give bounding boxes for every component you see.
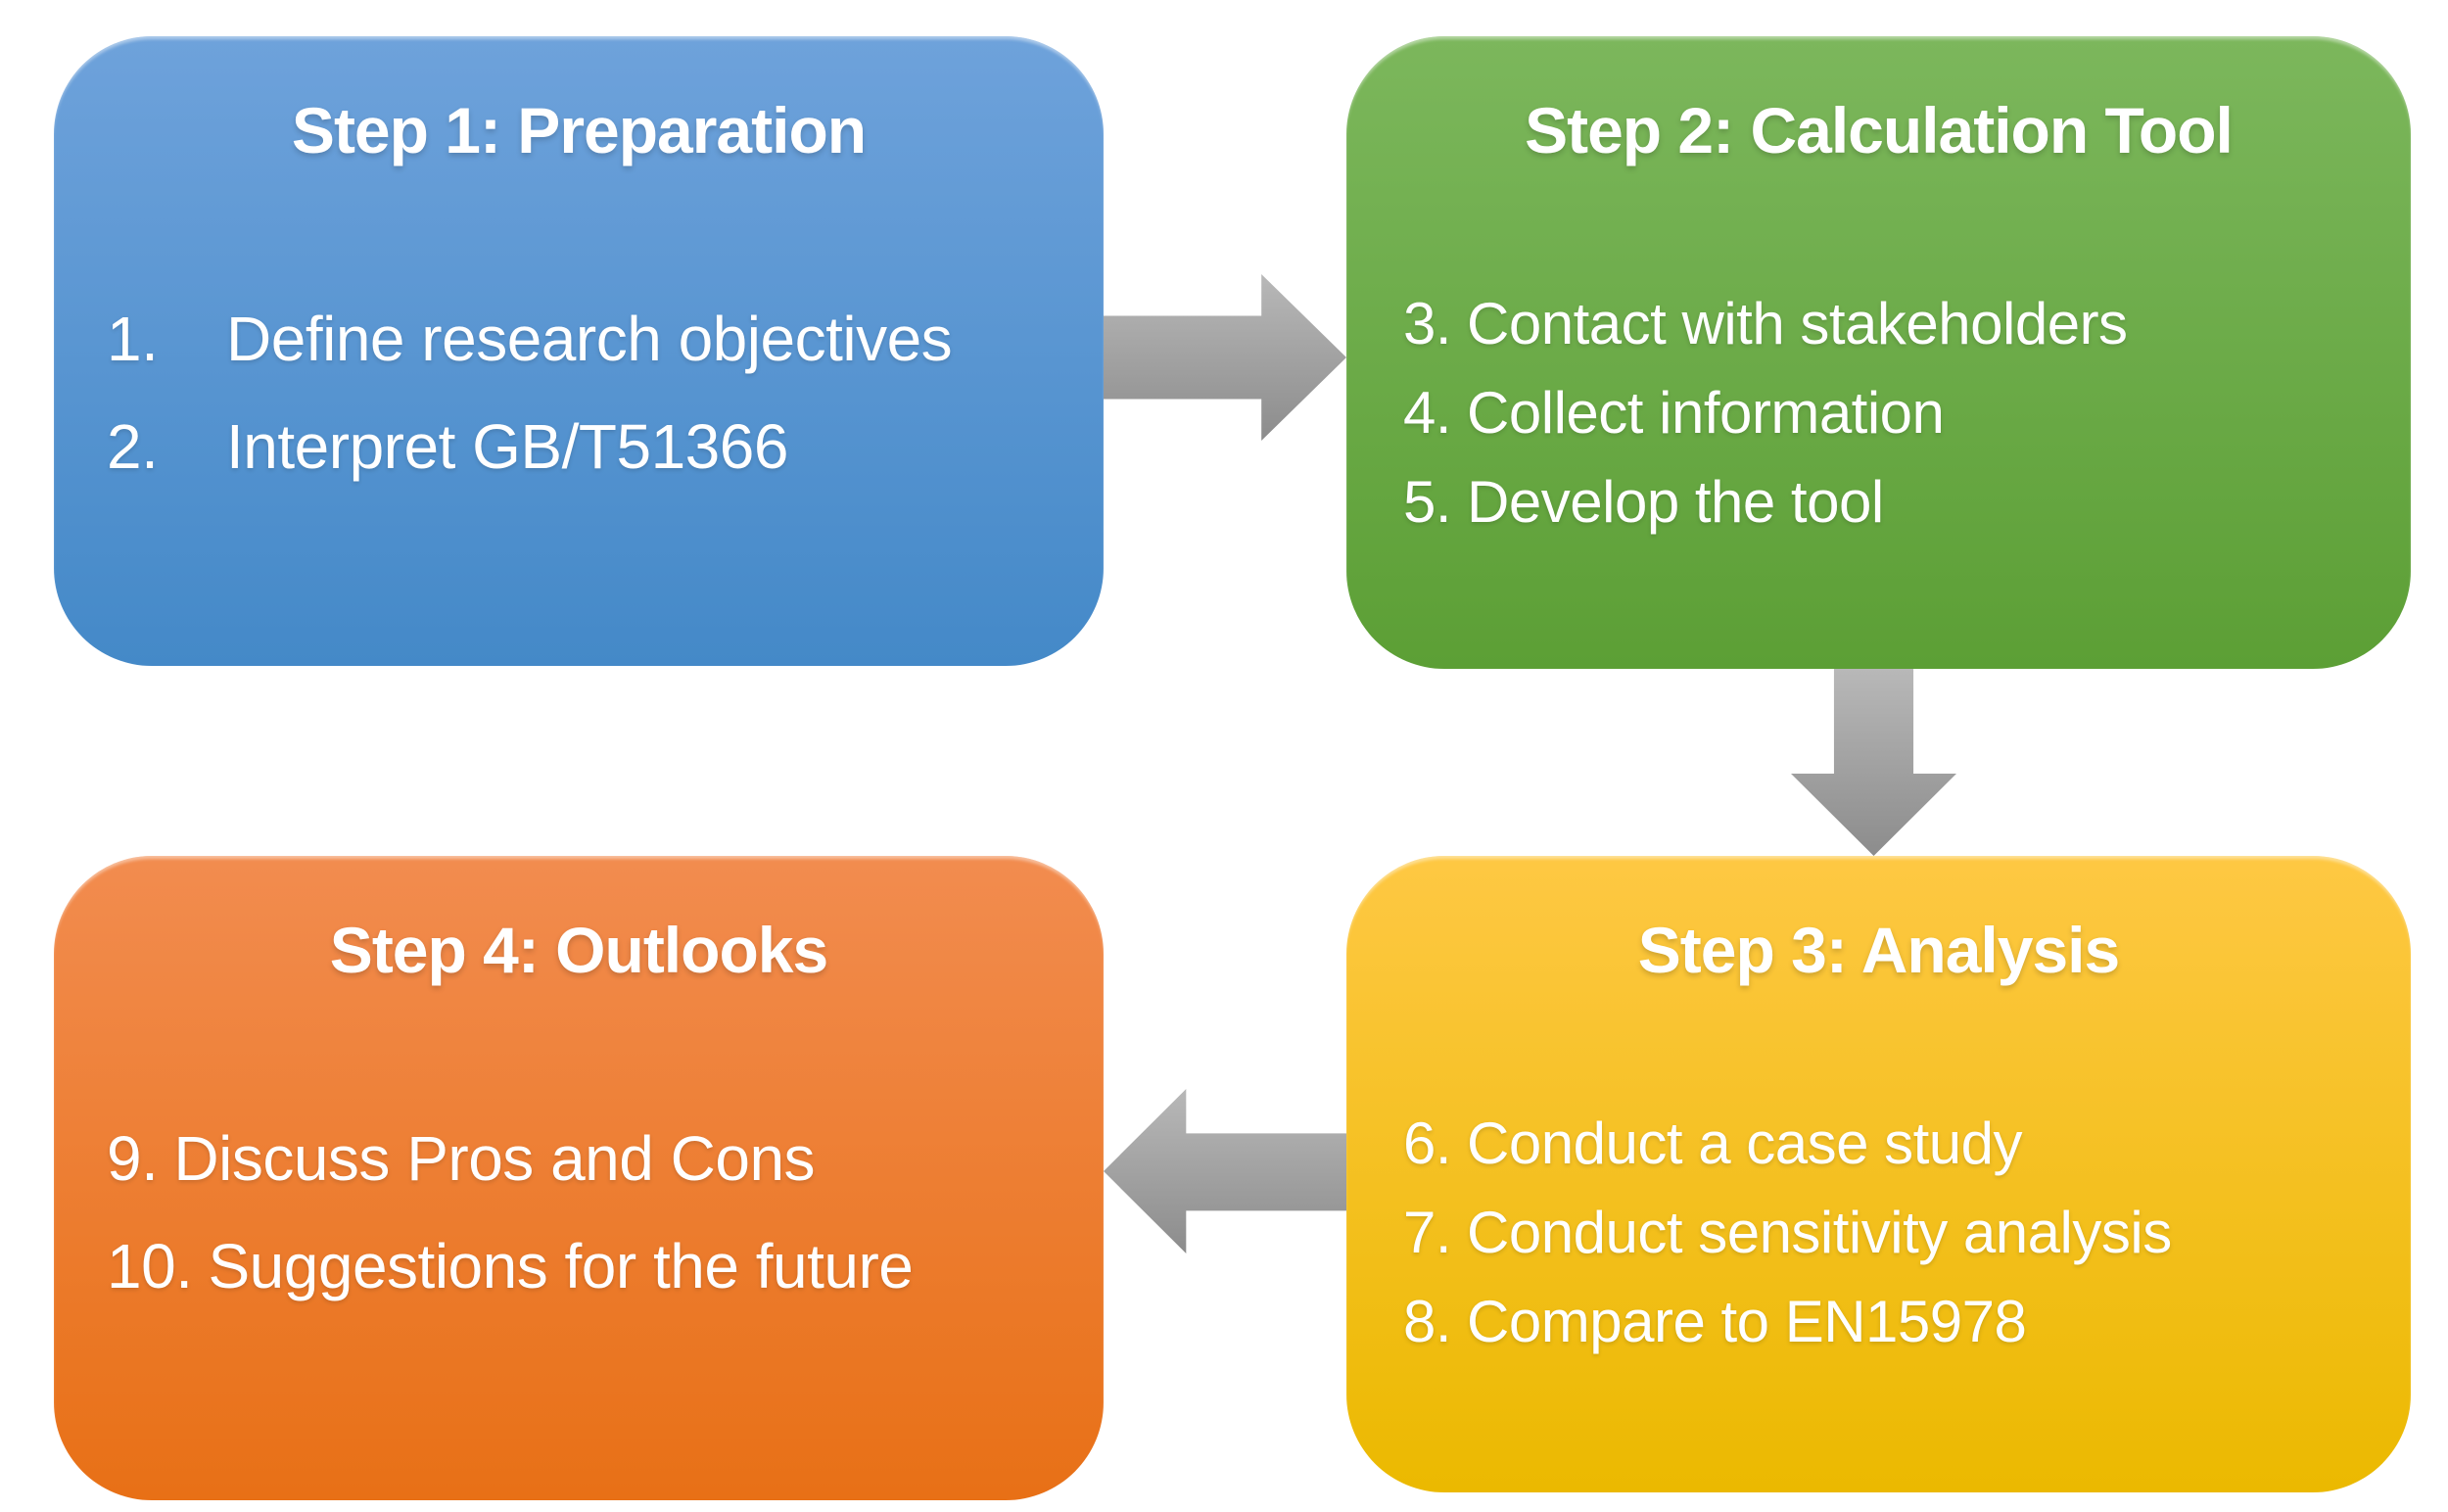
item-number: 9. bbox=[107, 1123, 159, 1194]
step1-list: 1. Define research objectives 2. Interpr… bbox=[54, 285, 1104, 500]
step1-item-1: 1. Define research objectives bbox=[107, 285, 1104, 393]
step3-item-2: 7. Conduct sensitivity analysis bbox=[1403, 1188, 2411, 1277]
item-text: Interpret GB/T51366 bbox=[226, 411, 788, 482]
item-text: Suggestions for the future bbox=[208, 1231, 914, 1301]
step2-item-1: 3. Contact with stakeholders bbox=[1403, 279, 2411, 368]
item-number: 2. bbox=[107, 411, 159, 482]
step1-title: Step 1: Preparation bbox=[291, 94, 867, 166]
arrow-step3-to-step4-icon bbox=[1104, 1089, 1346, 1253]
step2-title: Step 2: Calculation Tool bbox=[1525, 94, 2234, 166]
item-text: Discuss Pros and Cons bbox=[173, 1123, 816, 1194]
item-number: 1. bbox=[107, 304, 159, 374]
step2-list: 3. Contact with stakeholders 4. Collect … bbox=[1346, 279, 2411, 546]
item-number: 8. bbox=[1403, 1289, 1452, 1354]
item-text: Develop the tool bbox=[1467, 469, 1884, 535]
item-text: Compare to EN15978 bbox=[1467, 1289, 2027, 1354]
item-text: Conduct sensitivity analysis bbox=[1467, 1200, 2172, 1265]
step4-list: 9. Discuss Pros and Cons 10. Suggestions… bbox=[54, 1105, 1104, 1320]
step2-card: Step 2: Calculation Tool 3. Contact with… bbox=[1346, 36, 2411, 669]
step3-card: Step 3: Analysis 6. Conduct a case study… bbox=[1346, 856, 2411, 1492]
step3-list: 6. Conduct a case study 7. Conduct sensi… bbox=[1346, 1099, 2411, 1366]
item-number: 4. bbox=[1403, 380, 1452, 446]
arrow-step1-to-step2-icon bbox=[1104, 274, 1346, 441]
item-number: 3. bbox=[1403, 291, 1452, 356]
step4-item-2: 10. Suggestions for the future bbox=[107, 1212, 1104, 1320]
step3-item-3: 8. Compare to EN15978 bbox=[1403, 1277, 2411, 1366]
step2-item-3: 5. Develop the tool bbox=[1403, 457, 2411, 546]
step2-item-2: 4. Collect information bbox=[1403, 368, 2411, 457]
item-number: 7. bbox=[1403, 1200, 1452, 1265]
item-number: 10. bbox=[107, 1231, 193, 1301]
item-text: Contact with stakeholders bbox=[1467, 291, 2128, 356]
step3-item-1: 6. Conduct a case study bbox=[1403, 1099, 2411, 1188]
step1-item-2: 2. Interpret GB/T51366 bbox=[107, 393, 1104, 500]
step4-title: Step 4: Outlooks bbox=[329, 914, 828, 986]
item-number: 6. bbox=[1403, 1110, 1452, 1176]
step4-card: Step 4: Outlooks 9. Discuss Pros and Con… bbox=[54, 856, 1104, 1500]
step3-title: Step 3: Analysis bbox=[1637, 914, 2120, 986]
item-text: Collect information bbox=[1467, 380, 1945, 446]
step4-item-1: 9. Discuss Pros and Cons bbox=[107, 1105, 1104, 1212]
arrow-step2-to-step3-icon bbox=[1791, 669, 1956, 856]
step1-card: Step 1: Preparation 1. Define research o… bbox=[54, 36, 1104, 666]
item-text: Define research objectives bbox=[226, 304, 953, 374]
item-text: Conduct a case study bbox=[1467, 1110, 2023, 1176]
item-number: 5. bbox=[1403, 469, 1452, 535]
